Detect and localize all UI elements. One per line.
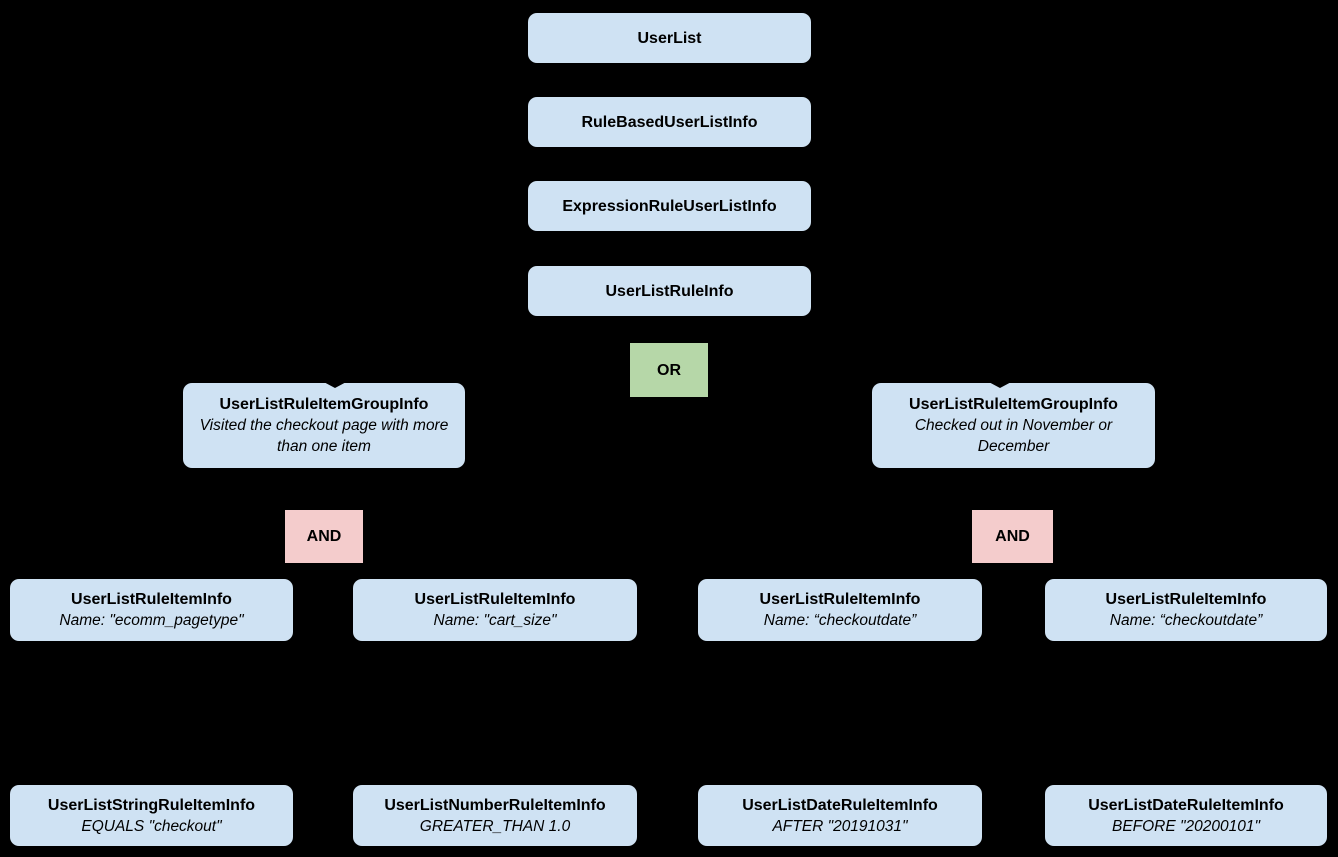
node-or-operator: OR [630,343,708,397]
node-title: UserListRuleItemInfo [1105,591,1267,608]
node-title: ExpressionRuleUserListInfo [562,197,777,215]
node-title: UserListStringRuleItemInfo [47,796,256,814]
node-title: UserListDateRuleItemInfo [742,796,938,814]
node-title: UserListDateRuleItemInfo [1088,796,1284,814]
operator-label: AND [306,528,342,545]
node-subtitle: Visited the checkout page with more than… [199,417,449,455]
operator-label: OR [657,361,681,379]
node-title: UserListRuleItemInfo [71,591,232,608]
arrowhead-icon [320,380,350,388]
node-title: UserListRuleItemInfo [414,591,576,608]
node-rule-item-group-right: UserListRuleItemGroupInfo Checked out in… [872,383,1155,468]
node-string-rule-item: UserListStringRuleItemInfo EQUALS "check… [10,785,293,846]
node-rule-item-checkoutdate-1: UserListRuleItemInfo Name: “checkoutdate… [698,579,982,641]
node-subtitle: Name: “checkoutdate” [763,612,917,629]
node-subtitle: Name: “checkoutdate” [1109,612,1263,629]
node-number-rule-item: UserListNumberRuleItemInfo GREATER_THAN … [353,785,637,846]
node-title: RuleBasedUserListInfo [581,113,758,131]
operator-label: AND [995,528,1030,545]
node-subtitle: AFTER "20191031" [772,817,908,835]
node-subtitle: Name: "ecomm_pagetype" [59,612,244,629]
node-subtitle: Checked out in November or December [914,417,1113,455]
node-subtitle: EQUALS "checkout" [81,817,222,835]
node-rule-item-ecomm-pagetype: UserListRuleItemInfo Name: "ecomm_pagety… [10,579,293,641]
node-date-rule-item-before: UserListDateRuleItemInfo BEFORE "2020010… [1045,785,1327,846]
node-title: UserListNumberRuleItemInfo [384,796,606,814]
node-userlist: UserList [528,13,811,63]
node-rule-item-cart-size: UserListRuleItemInfo Name: "cart_size" [353,579,637,641]
node-rule-based-user-list-info: RuleBasedUserListInfo [528,97,811,147]
node-title: UserList [637,29,702,47]
node-expression-rule-user-list-info: ExpressionRuleUserListInfo [528,181,811,231]
node-subtitle: Name: "cart_size" [433,612,557,629]
node-user-list-rule-info: UserListRuleInfo [528,266,811,316]
node-rule-item-checkoutdate-2: UserListRuleItemInfo Name: “checkoutdate… [1045,579,1327,641]
node-title: UserListRuleInfo [605,282,734,300]
arrowhead-icon [985,380,1015,388]
node-title: UserListRuleItemGroupInfo [909,396,1118,413]
node-subtitle: BEFORE "20200101" [1111,817,1260,835]
node-subtitle: GREATER_THAN 1.0 [419,817,571,835]
node-title: UserListRuleItemGroupInfo [219,396,429,413]
node-rule-item-group-left: UserListRuleItemGroupInfo Visited the ch… [183,383,465,468]
node-date-rule-item-after: UserListDateRuleItemInfo AFTER "20191031… [698,785,982,846]
node-title: UserListRuleItemInfo [759,591,921,608]
node-and-operator-left: AND [285,510,363,563]
node-and-operator-right: AND [972,510,1053,563]
